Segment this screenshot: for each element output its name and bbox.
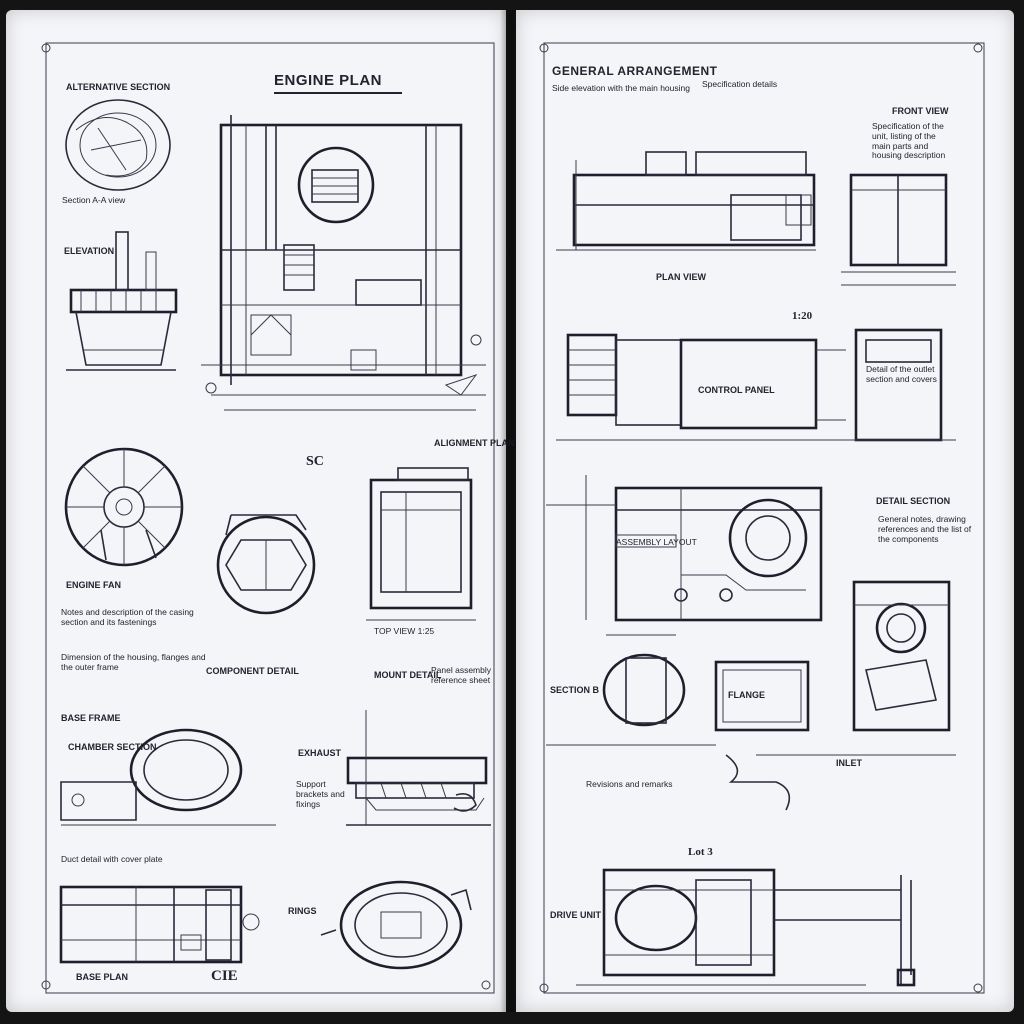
label-exhaust: EXHAUST — [298, 748, 342, 758]
left-page: ENGINE PLAN ALTERNATIVE SECTION Section … — [6, 10, 515, 1012]
flange-drawing — [714, 660, 810, 732]
label-chamber-section: CHAMBER SECTION — [68, 742, 157, 752]
corner-ornament — [973, 983, 983, 993]
circular-machine-sketch — [65, 99, 171, 191]
label-detail-section: DETAIL SECTION — [876, 496, 951, 506]
label-alignment-plan: ALIGNMENT PLAN — [434, 438, 515, 448]
label-sc: SC — [306, 454, 324, 469]
note-casing: Notes and description of the casing sect… — [61, 607, 194, 627]
assembly-layout-drawing — [546, 475, 823, 622]
label-base-frame: BASE FRAME — [61, 713, 121, 723]
label-front-view: FRONT VIEW — [892, 106, 949, 116]
label-base-plan: BASE PLAN — [76, 972, 129, 982]
inlet-drawing — [725, 754, 956, 811]
note-specification: Specification of the unit, listing of th… — [872, 121, 946, 161]
corner-ornament — [539, 983, 549, 993]
note-housing: Dimension of the housing, flanges and th… — [61, 652, 206, 672]
note-duct: Duct detail with cover plate — [61, 854, 163, 864]
label-mount-detail: MOUNT DETAIL — [374, 670, 442, 680]
right-page: GENERAL ARRANGEMENT Side elevation with … — [516, 10, 1014, 1012]
label-lot: Lot 3 — [688, 846, 713, 858]
drive-unit-drawing — [576, 868, 916, 987]
mount-detail-drawing — [346, 710, 491, 826]
note-general: General notes, drawing references and th… — [878, 514, 972, 544]
left-page-drawings — [41, 42, 495, 994]
label-plan-view: PLAN VIEW — [656, 272, 707, 282]
corner-ornament — [41, 43, 51, 53]
alignment-plan-drawing — [366, 467, 476, 621]
label-inlet: INLET — [836, 758, 862, 768]
label-scale: 1:20 — [792, 310, 813, 322]
base-plan-drawing — [59, 885, 260, 964]
right-page-drawings — [539, 42, 985, 994]
plan-view-drawing — [556, 328, 956, 442]
right-border — [543, 42, 985, 994]
label-cie: CIE — [211, 968, 238, 984]
chamber-section-drawing — [60, 728, 276, 826]
label-flange: FLANGE — [728, 690, 765, 700]
page-title: GENERAL ARRANGEMENT — [552, 64, 718, 78]
label-section-view: Section A-A view — [62, 195, 126, 205]
side-elevation-drawing — [556, 151, 816, 251]
corner-ornament — [41, 980, 51, 990]
page-title: ENGINE PLAN — [274, 72, 383, 89]
label-section-b: SECTION B — [550, 685, 600, 695]
corner-label: ALTERNATIVE SECTION — [66, 82, 171, 92]
note-panel: Panel assembly reference sheet — [431, 665, 492, 685]
section-b-drawing — [546, 634, 716, 746]
label-rings: RINGS — [288, 906, 317, 916]
label-side-elevation: Side elevation with the main housing — [552, 83, 690, 93]
note-revisions: Revisions and remarks — [586, 779, 673, 789]
label-specification: Specification details — [702, 79, 778, 89]
elevation-drawing — [66, 231, 178, 371]
label-engine-fan: ENGINE FAN — [66, 580, 122, 590]
label-assembly-layout: ASSEMBLY LAYOUT — [616, 537, 697, 547]
label-drive-unit: DRIVE UNIT — [550, 910, 602, 920]
detail-section-drawing — [852, 580, 951, 732]
corner-ornament — [539, 43, 549, 53]
label-control-panel: CONTROL PANEL — [698, 385, 775, 395]
title-underline — [274, 92, 402, 94]
label-top-view: TOP VIEW 1:25 — [374, 626, 435, 636]
left-border — [45, 42, 495, 994]
corner-ornament — [481, 980, 491, 990]
label-elevation: ELEVATION — [64, 246, 115, 256]
label-component-detail: COMPONENT DETAIL — [206, 666, 299, 676]
corner-ornament — [973, 43, 983, 53]
rings-drawing — [320, 880, 472, 970]
engine-fan-drawing — [64, 447, 184, 567]
note-brackets: Support brackets and fixings — [296, 779, 345, 809]
front-view-drawing — [841, 173, 956, 286]
main-plan-drawing — [201, 115, 486, 411]
octagon-ring-drawing — [216, 514, 316, 615]
note-outlet: Detail of the outlet section and covers — [866, 364, 937, 384]
